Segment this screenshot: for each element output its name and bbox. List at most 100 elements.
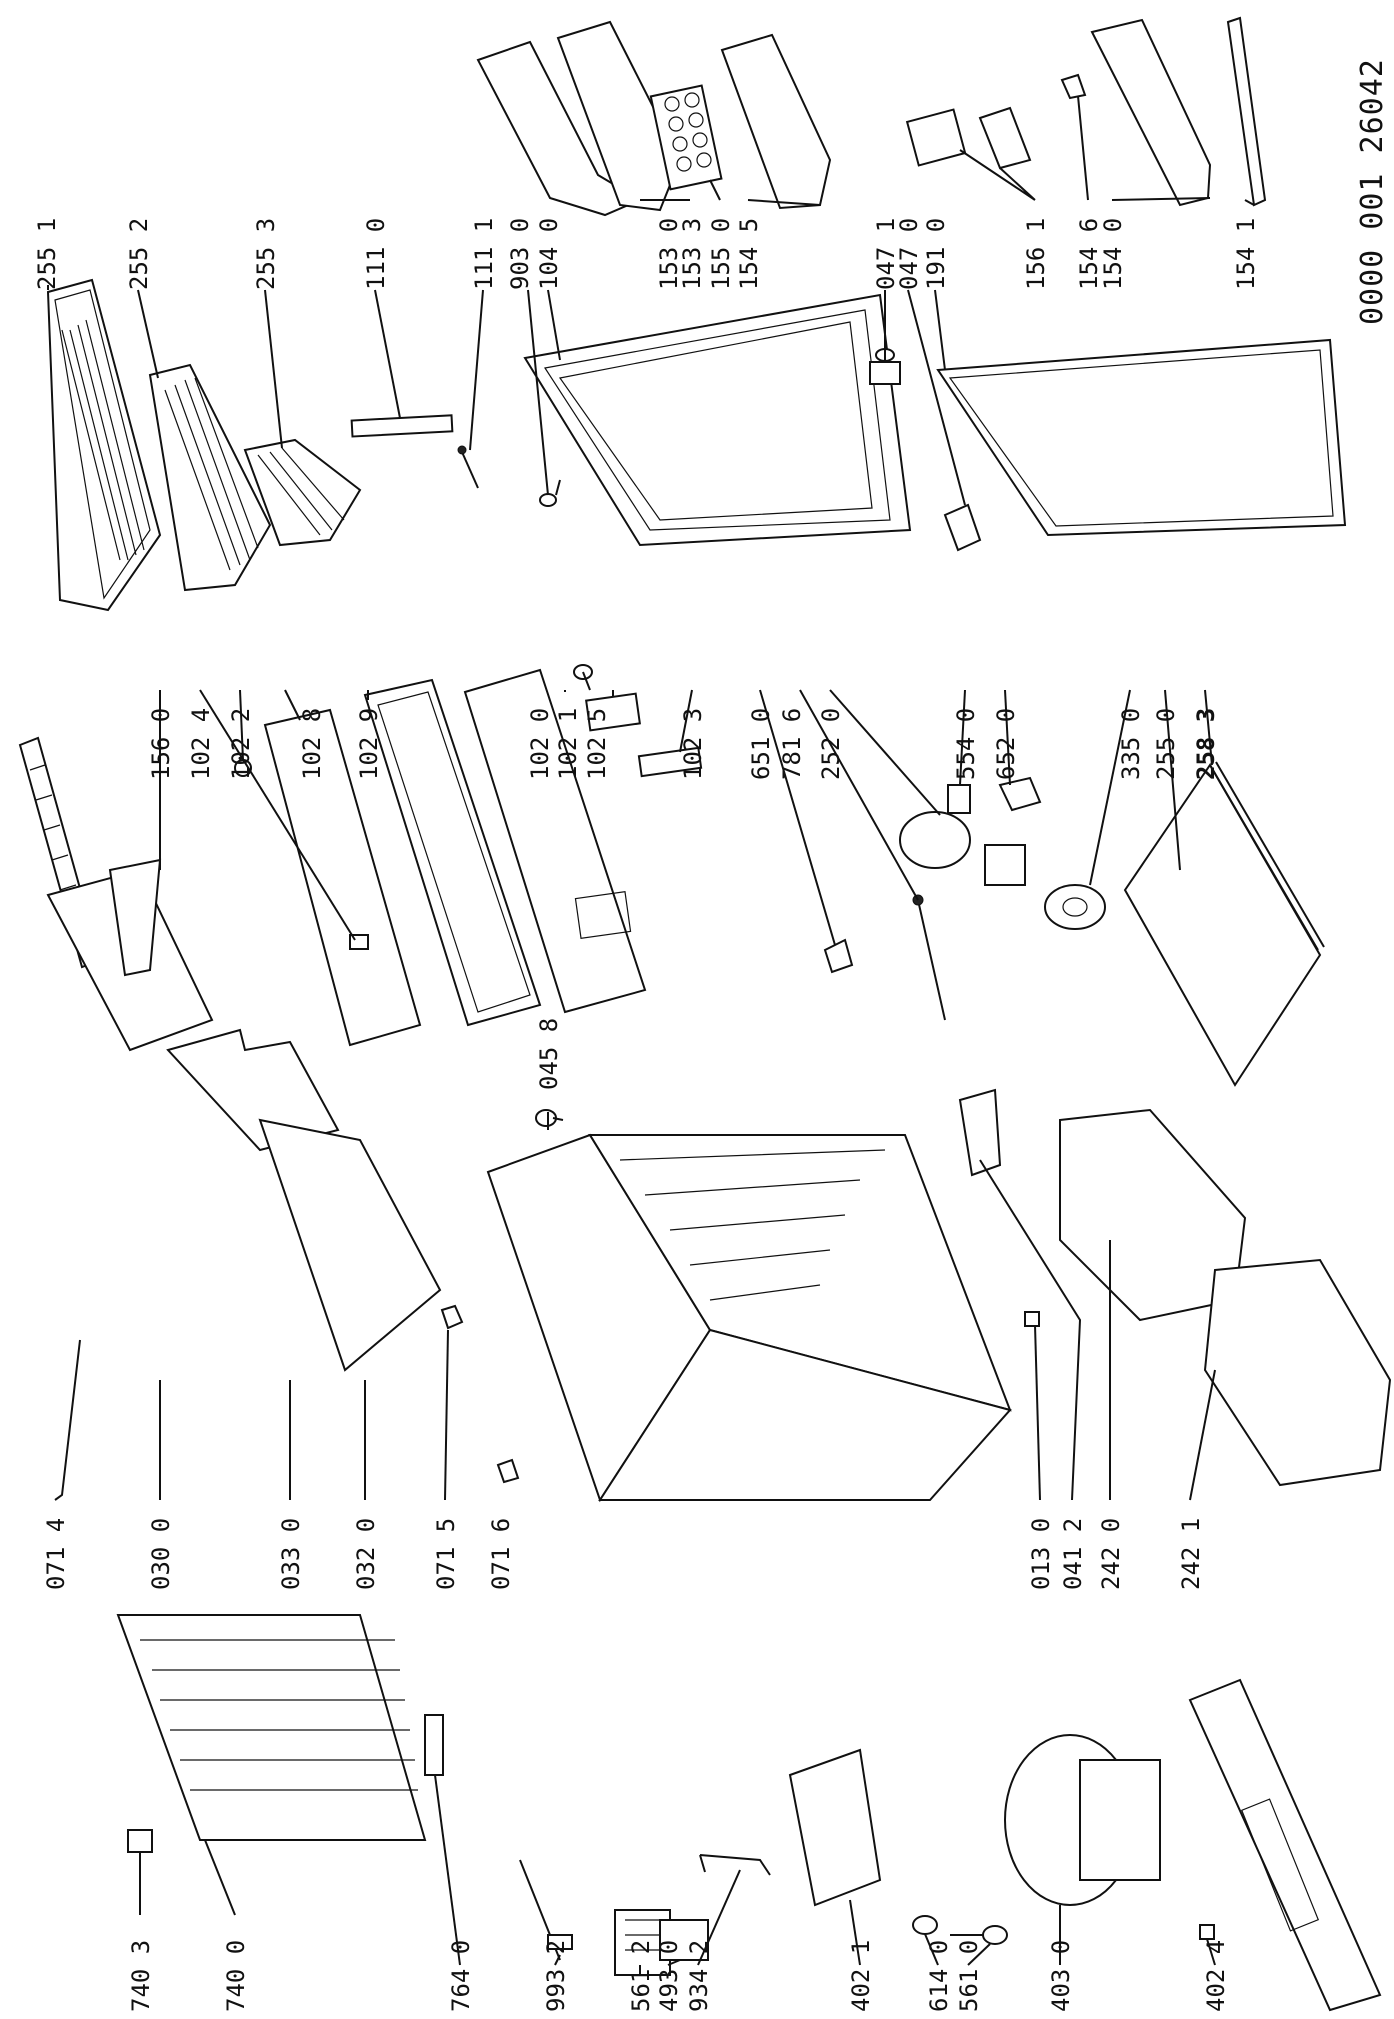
label-1560: 156 0 (147, 708, 175, 780)
label-2420: 242 0 (1097, 1518, 1125, 1590)
label-0320: 032 0 (352, 1518, 380, 1590)
label-1561: 156 1 (1022, 218, 1050, 290)
label-2551: 255 1 (33, 218, 61, 290)
gasket-0320 (258, 1118, 442, 1372)
label-1541: 154 1 (1232, 218, 1260, 290)
label-0412: 041 2 (1059, 1518, 1087, 1590)
wire-9342 (699, 1854, 771, 1876)
hinge-0470 (943, 503, 982, 552)
label-4930: 493 0 (655, 1940, 683, 2012)
label-1540: 154 0 (1099, 218, 1127, 290)
grommet-5610 (950, 1925, 1008, 1945)
label-1024: 102 4 (187, 708, 215, 780)
label-9030: 903 0 (506, 218, 534, 290)
label-9932: 993 2 (542, 1940, 570, 2012)
door-bin-1546 (1060, 73, 1087, 100)
drier-7640 (424, 1714, 444, 1776)
label-0471: 047 1 (872, 218, 900, 290)
clip-0130 (1024, 1311, 1040, 1327)
label-1530: 153 0 (655, 218, 683, 290)
label-7816: 781 6 (778, 708, 806, 780)
label-1546: 154 6 (1075, 218, 1103, 290)
leader-lines (47, 95, 1255, 1975)
label-9342: 934 2 (685, 1940, 713, 2012)
evaporator-7400 (116, 1614, 427, 1841)
pin-9030 (539, 479, 561, 507)
screw-1111 (457, 445, 479, 489)
label-1040: 104 0 (535, 218, 563, 290)
label-1022: 102 2 (227, 708, 255, 780)
label-4021: 402 1 (847, 1940, 875, 2012)
label-2550: 255 0 (1152, 708, 1180, 780)
label-0458: 045 8 (535, 1018, 563, 1090)
label-5540: 554 0 (952, 708, 980, 780)
label-0470: 047 0 (895, 218, 923, 290)
label-6510: 651 0 (747, 708, 775, 780)
door-bin-1540 (1090, 18, 1212, 207)
egg-tray-1550 (649, 84, 723, 191)
flap-1028 (263, 708, 422, 1047)
thermostat-9932 (519, 1859, 573, 1961)
label-0330: 033 0 (277, 1518, 305, 1590)
sensor-6510 (823, 938, 854, 974)
label-1545: 154 5 (735, 218, 763, 290)
label-0714: 071 4 (42, 1518, 70, 1590)
glass-shelf-2553 (243, 438, 362, 547)
label-5612: 561 2 (627, 1940, 655, 2012)
label-6140: 614 0 (925, 1940, 953, 2012)
label-1028: 102 8 (298, 708, 326, 780)
glass-shelf-2551 (46, 278, 162, 612)
glass-shelf-2552 (148, 363, 272, 592)
bracket-1023 (637, 746, 703, 778)
label-4024: 402 4 (1202, 1940, 1230, 2012)
switch-6520 (998, 776, 1042, 812)
label-1111: 111 1 (470, 218, 498, 290)
part-labels: 255 1 255 2 255 3 111 0 111 1 903 0 104 … (33, 218, 1260, 2012)
clip-7403 (127, 1829, 153, 1853)
label-4030: 403 0 (1047, 1940, 1075, 2012)
label-0715: 071 5 (432, 1518, 460, 1590)
glass-cover-2550 (1123, 763, 1322, 1087)
lamp-5540 (947, 784, 971, 814)
door-gasket-1910 (936, 338, 1347, 537)
label-5610: 561 0 (955, 1940, 983, 2012)
base-plate (1188, 1678, 1382, 2012)
freezer-door-1029 (363, 678, 542, 1027)
compressor-4030 (1004, 1734, 1161, 1906)
clip-0715 (440, 1304, 464, 1330)
label-1910: 191 0 (922, 218, 950, 290)
label-1533: 153 3 (678, 218, 706, 290)
dairy-compartment-1561 (905, 106, 1032, 170)
label-0300: 030 0 (147, 1518, 175, 1590)
label-2421: 242 1 (1177, 1518, 1205, 1590)
label-1021: 102 1 (554, 708, 582, 780)
bottle-rack-1541 (1226, 16, 1267, 207)
label-1550: 155 0 (707, 218, 735, 290)
support-0412 (958, 1088, 1002, 1177)
label-0130: 013 0 (1027, 1518, 1055, 1590)
hinge-1025 (585, 692, 641, 732)
crisper-2421 (1203, 1258, 1392, 1487)
cover-4930 (659, 1919, 709, 1961)
cabinet-body (486, 1133, 1012, 1503)
panel-0330 (166, 1028, 340, 1152)
knob-3350 (1044, 884, 1106, 930)
label-3350: 335 0 (1117, 708, 1145, 780)
door-bin-1545 (720, 33, 832, 210)
grommet-6140 (912, 1915, 938, 1935)
cable-7816 (912, 894, 946, 1021)
label-1025: 102 5 (583, 708, 611, 780)
label-2520: 252 0 (817, 708, 845, 780)
label-2553: 255 3 (252, 218, 280, 290)
trim-2583 (1209, 761, 1325, 951)
freezer-door-1020 (463, 668, 647, 1014)
label-1020: 102 0 (526, 708, 554, 780)
freezer-rack-1560 (108, 858, 162, 977)
label-6520: 652 0 (992, 708, 1020, 780)
housing-4021 (788, 1748, 882, 1907)
screw-0458 (535, 1109, 564, 1127)
document-number: 0000 001 26042 (1355, 58, 1390, 325)
label-0716: 071 6 (487, 1518, 515, 1590)
clip-4024 (1199, 1924, 1215, 1940)
